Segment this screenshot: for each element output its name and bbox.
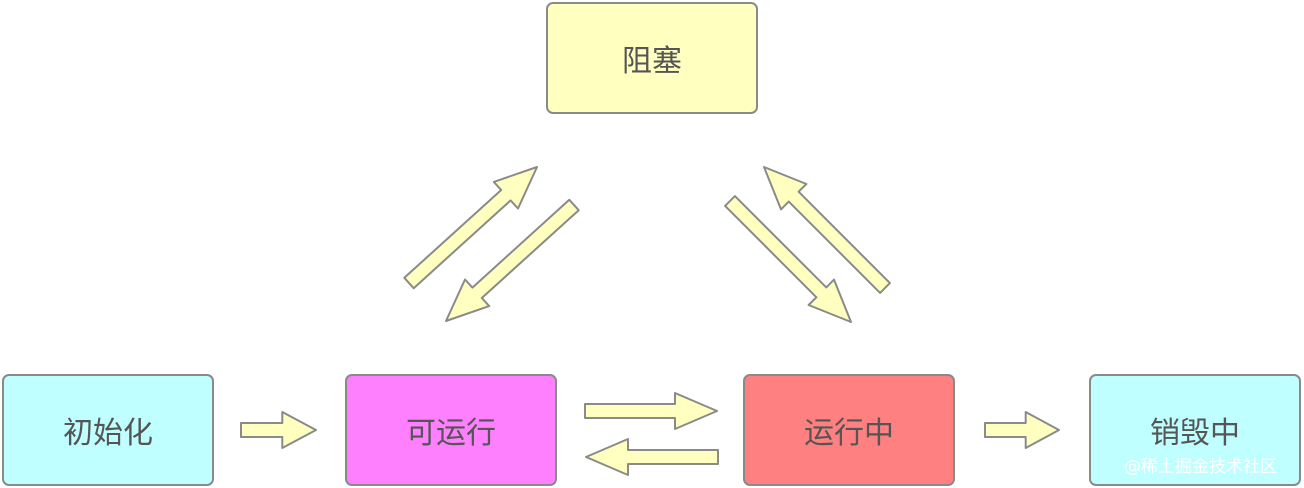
state-init-label: 初始化 bbox=[63, 416, 153, 451]
state-destroy-label: 销毁中 bbox=[1150, 416, 1240, 451]
state-running-label: 运行中 bbox=[804, 416, 894, 451]
arrow-running-to-destroy bbox=[984, 411, 1060, 449]
state-blocked-label: 阻塞 bbox=[622, 44, 682, 79]
state-runnable: 可运行 bbox=[345, 374, 557, 486]
arrow-blocked-to-runnable bbox=[445, 198, 580, 322]
state-running: 运行中 bbox=[743, 374, 955, 486]
state-runnable-label: 可运行 bbox=[406, 416, 496, 451]
state-init: 初始化 bbox=[2, 374, 214, 486]
arrow-running-to-blocked bbox=[763, 166, 891, 294]
arrow-runnable-to-blocked bbox=[403, 166, 538, 290]
arrow-running-to-runnable bbox=[585, 438, 719, 476]
state-blocked: 阻塞 bbox=[546, 2, 758, 114]
arrow-init-to-runnable bbox=[240, 411, 317, 449]
watermark: @稀土掘金技术社区 bbox=[1124, 457, 1277, 477]
state-destroy: 销毁中 bbox=[1089, 374, 1301, 486]
arrow-runnable-to-running bbox=[584, 392, 718, 430]
arrow-blocked-to-running bbox=[724, 195, 852, 323]
